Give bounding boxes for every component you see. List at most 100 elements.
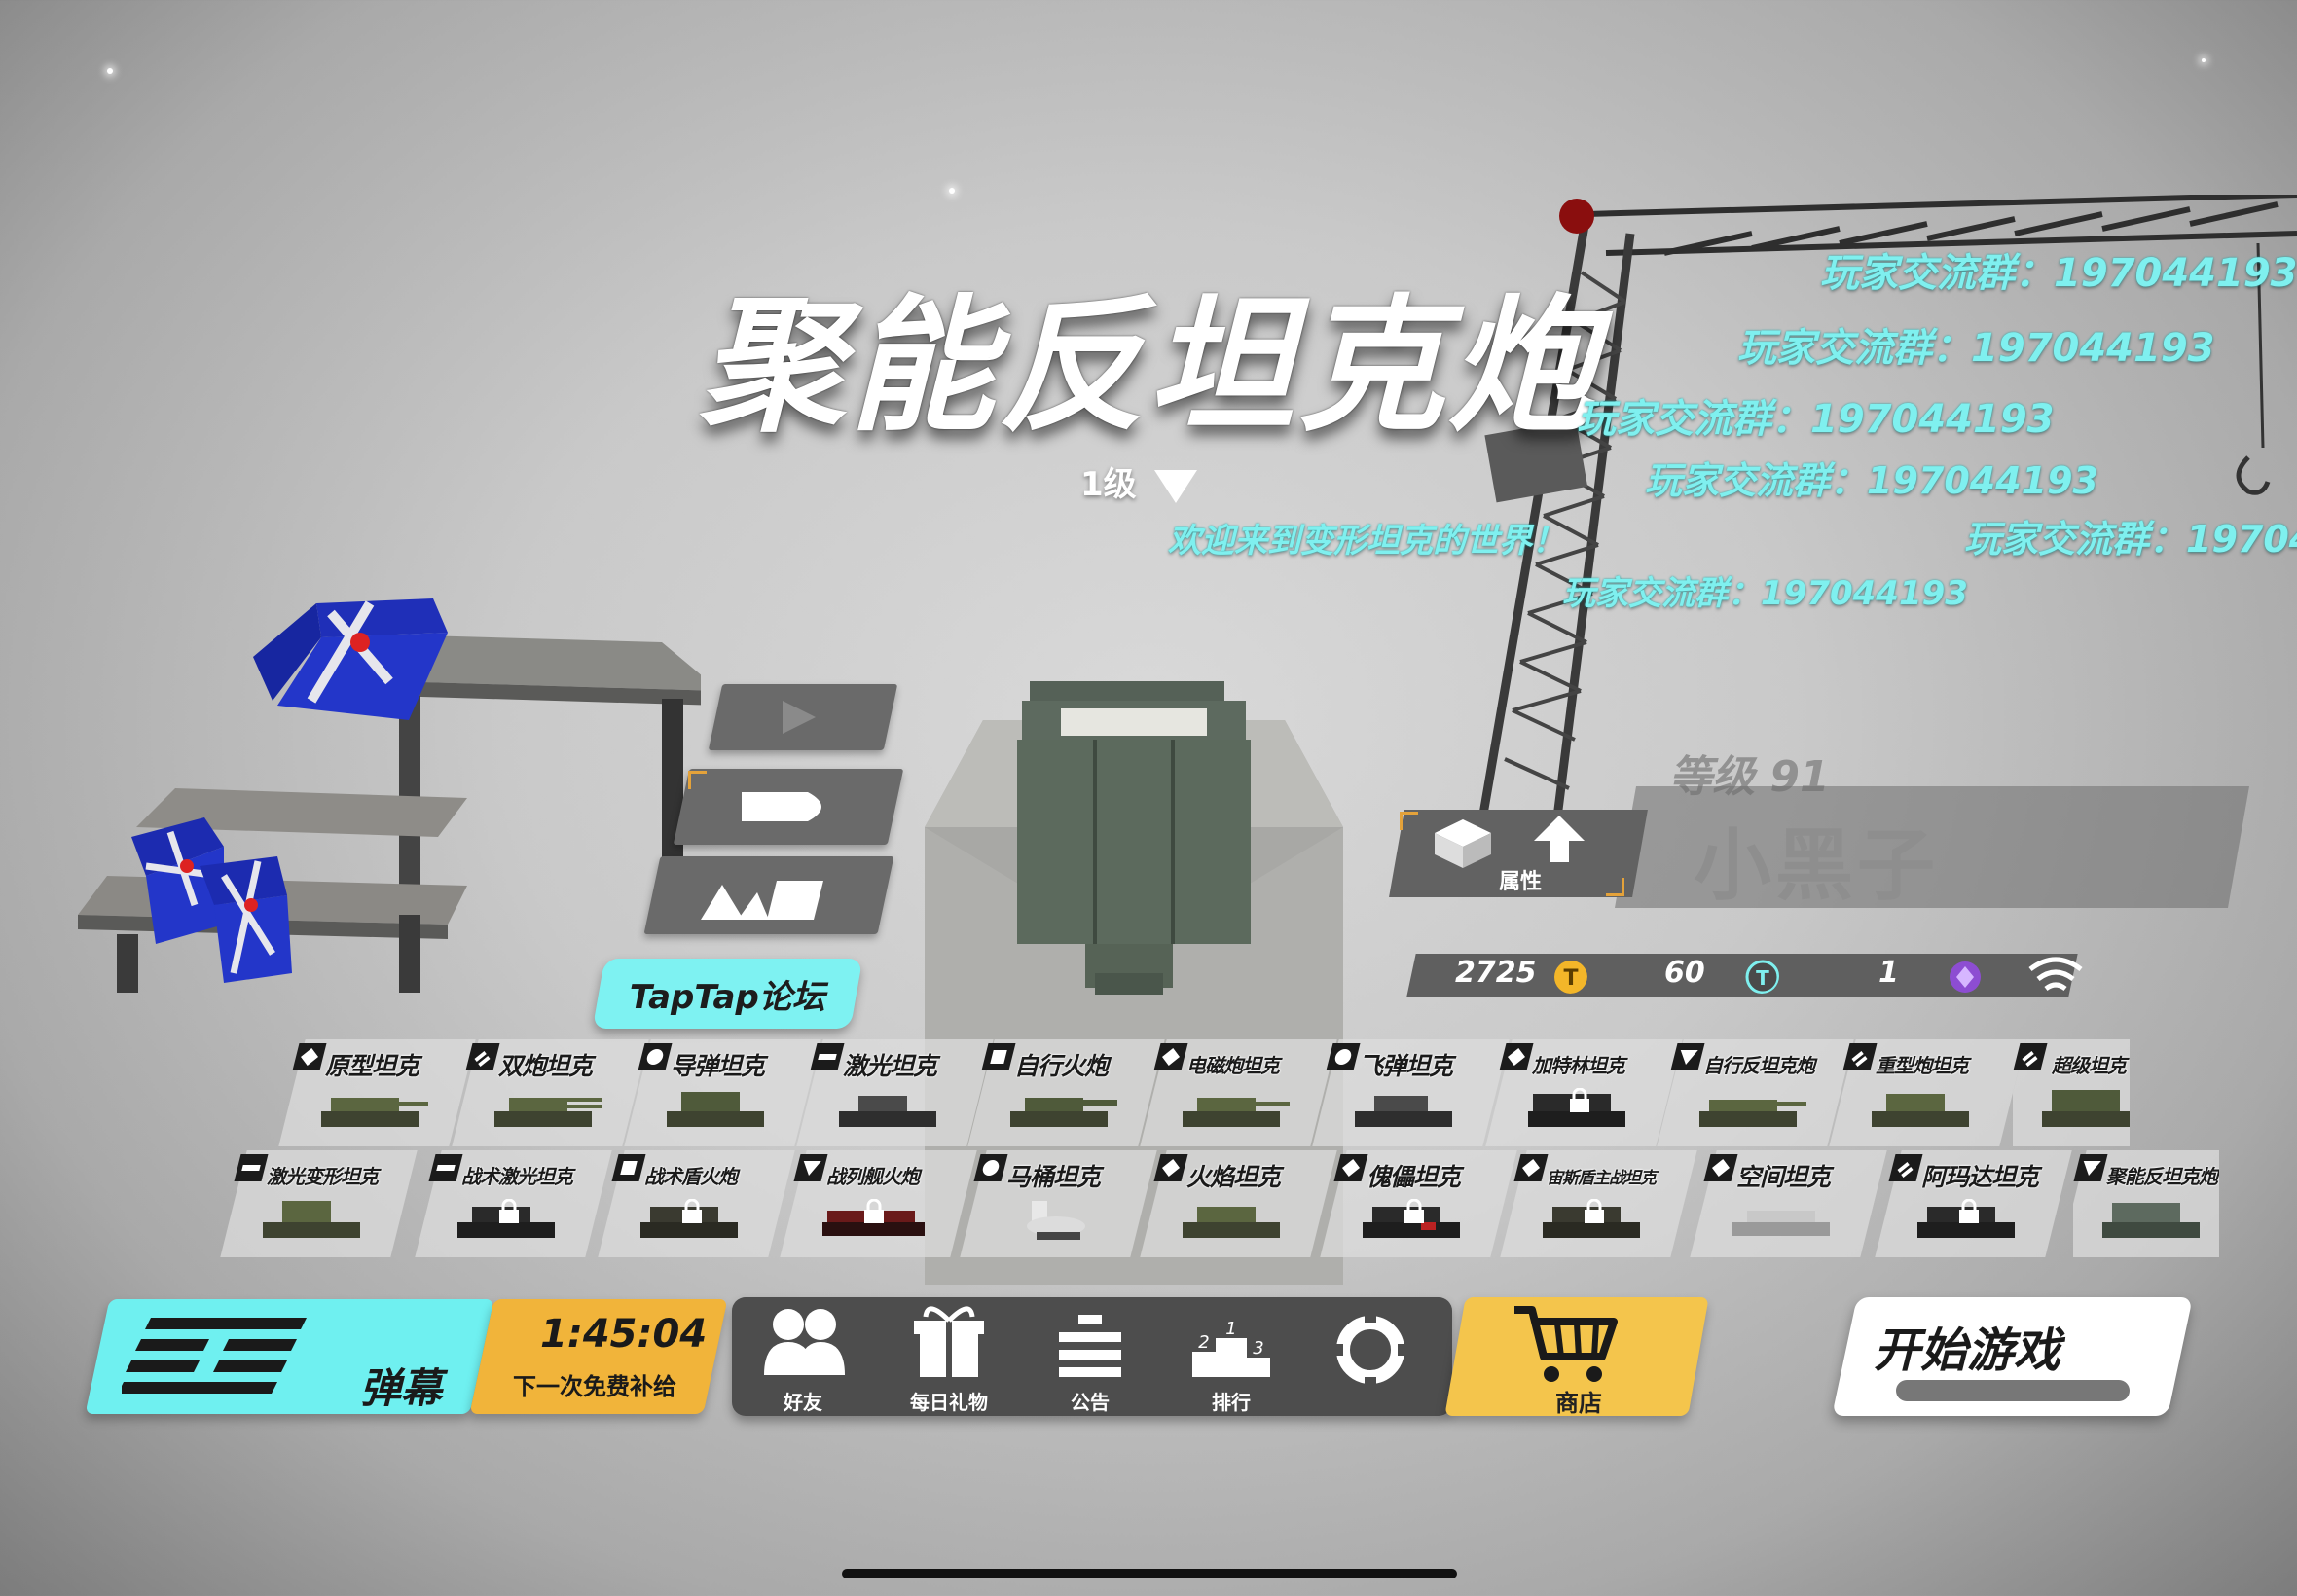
bar-icon bbox=[436, 1165, 456, 1171]
circle-icon bbox=[1334, 1049, 1352, 1065]
play-icon bbox=[783, 701, 816, 734]
tank-thumbnail bbox=[1010, 1098, 1117, 1127]
double-stripe-icon bbox=[1897, 1162, 1914, 1178]
rank-badge bbox=[1703, 1154, 1738, 1181]
bar-icon bbox=[241, 1165, 261, 1171]
double-stripe-icon bbox=[1851, 1051, 1868, 1067]
taptap-forum-button[interactable]: TapTap论坛 bbox=[592, 959, 863, 1029]
gem-icon bbox=[1950, 961, 1981, 993]
tank-name: 阿玛达坦克 bbox=[1921, 1163, 2039, 1191]
svg-text:T: T bbox=[1756, 966, 1769, 990]
player-name: 小黑子 bbox=[1694, 820, 1939, 911]
tank-thumbnail bbox=[1355, 1096, 1452, 1127]
diamond-icon bbox=[1342, 1159, 1360, 1177]
tank-card-toilet[interactable]: 马桶坦克 bbox=[960, 1150, 1157, 1257]
tank-card-heavy-cannon[interactable]: 重型炮坦克 bbox=[1829, 1039, 2026, 1146]
tank-card-shaped-charge[interactable]: 聚能反坦克炮 bbox=[2073, 1150, 2219, 1257]
home-indicator[interactable] bbox=[842, 1569, 1457, 1578]
tank-card-prototype[interactable]: 原型坦克 bbox=[278, 1039, 476, 1146]
rank-badge bbox=[1333, 1154, 1368, 1181]
svg-text:1: 1 bbox=[1225, 1319, 1236, 1339]
diamond-icon bbox=[301, 1048, 318, 1066]
cube-icon bbox=[1435, 819, 1491, 868]
tank-card-twin-cannon[interactable]: 双炮坦克 bbox=[452, 1039, 649, 1146]
settings-button[interactable] bbox=[1312, 1299, 1429, 1414]
tank-name: 电磁炮坦克 bbox=[1186, 1054, 1280, 1077]
tank-card-space[interactable]: 空间坦克 bbox=[1690, 1150, 1887, 1257]
tank-name: 激光变形坦克 bbox=[267, 1165, 379, 1188]
tank-card-laser[interactable]: 激光坦克 bbox=[796, 1039, 994, 1146]
level-label: 1级 bbox=[1080, 465, 1137, 504]
start-progress-bar bbox=[1896, 1380, 2130, 1401]
circle-icon bbox=[982, 1160, 1000, 1176]
upgrade-arrow-icon bbox=[1534, 816, 1585, 862]
tank-thumbnail bbox=[494, 1098, 602, 1127]
friends-button[interactable]: 好友 bbox=[745, 1299, 861, 1414]
tank-card-tactical-shield[interactable]: 战术盾火炮 bbox=[598, 1150, 795, 1257]
tank-card-tactical-laser[interactable]: 战术激光坦克 bbox=[415, 1150, 612, 1257]
tank-card-laser-transform[interactable]: 激光变形坦克 bbox=[220, 1150, 418, 1257]
crane-scenery bbox=[1475, 195, 2297, 857]
tank-name: 双炮坦克 bbox=[498, 1052, 593, 1080]
lock-icon bbox=[864, 1199, 884, 1223]
supply-timer-caption: 下一次免费补给 bbox=[513, 1373, 676, 1400]
tank-thumbnail bbox=[667, 1092, 764, 1127]
square-icon bbox=[620, 1161, 638, 1175]
tank-name: 飞弹坦克 bbox=[1359, 1052, 1453, 1080]
tank-card-puppet[interactable]: 傀儡坦克 bbox=[1320, 1150, 1517, 1257]
tank-card-railgun[interactable]: 电磁炮坦克 bbox=[1140, 1039, 1337, 1146]
danmaku-message: 玩家交流群：197044193 bbox=[1562, 574, 1968, 613]
diamond-pair-icon bbox=[1522, 1159, 1540, 1177]
tank-card-aegis[interactable]: 宙斯盾主战坦克 bbox=[1500, 1150, 1697, 1257]
daily-gift-label: 每日礼物 bbox=[910, 1391, 988, 1414]
tank-name: 战列舰火炮 bbox=[826, 1165, 920, 1188]
corner-bracket bbox=[1606, 878, 1624, 896]
start-game-label: 开始游戏 bbox=[1874, 1324, 2061, 1378]
lock-icon bbox=[1959, 1199, 1979, 1223]
tank-card-gatling[interactable]: 加特林坦克 bbox=[1485, 1039, 1683, 1146]
danmaku-label: 弹幕 bbox=[360, 1364, 443, 1412]
tank-card-missile[interactable]: 导弹坦克 bbox=[624, 1039, 821, 1146]
tank-card-super[interactable]: 超级坦克 bbox=[2013, 1039, 2130, 1146]
rank-button[interactable]: 1 2 3 排行 bbox=[1173, 1299, 1290, 1414]
rank-badge bbox=[1842, 1043, 1878, 1070]
triangle-down-icon bbox=[2083, 1161, 2101, 1176]
rank-badge bbox=[292, 1043, 327, 1070]
tank-thumbnail bbox=[1699, 1100, 1806, 1127]
diamond-icon bbox=[1162, 1159, 1180, 1177]
gold-amount: 2725 bbox=[1455, 956, 1537, 990]
tank-thumbnail bbox=[839, 1096, 936, 1127]
tank-name: 自行火炮 bbox=[1014, 1052, 1109, 1080]
lock-icon bbox=[1404, 1199, 1424, 1223]
level-selector[interactable]: 1级 bbox=[1080, 457, 1197, 505]
diamond-icon bbox=[1712, 1159, 1730, 1177]
tank-card-armada[interactable]: 阿玛达坦克 bbox=[1875, 1150, 2072, 1257]
rank-badge bbox=[465, 1043, 500, 1070]
rank-badge bbox=[638, 1043, 673, 1070]
ticket-amount: 60 bbox=[1664, 956, 1705, 990]
gift-boxes-scenery bbox=[78, 598, 701, 993]
tank-name: 激光坦克 bbox=[843, 1052, 937, 1080]
notice-button[interactable]: 公告 bbox=[1032, 1299, 1148, 1414]
tank-card-rocket[interactable]: 飞弹坦克 bbox=[1312, 1039, 1510, 1146]
star bbox=[107, 68, 113, 74]
tank-card-flame[interactable]: 火焰坦克 bbox=[1140, 1150, 1337, 1257]
tank-card-self-propelled-gun[interactable]: 自行火炮 bbox=[967, 1039, 1165, 1146]
rank-badge bbox=[2073, 1154, 2108, 1181]
taptap-label: TapTap论坛 bbox=[630, 977, 825, 1017]
rank-badge bbox=[1670, 1043, 1705, 1070]
gold-coin-icon: T bbox=[1554, 961, 1587, 994]
svg-text:T: T bbox=[1563, 966, 1578, 991]
triangle-down-icon bbox=[1680, 1050, 1698, 1065]
daily-gift-button[interactable]: 每日礼物 bbox=[891, 1299, 1007, 1414]
friends-label: 好友 bbox=[784, 1391, 822, 1414]
tank-card-battleship[interactable]: 战列舰火炮 bbox=[780, 1150, 977, 1257]
podium-icon: 1 2 3 bbox=[1192, 1319, 1270, 1377]
tank-name: 宙斯盾主战坦克 bbox=[1547, 1169, 1657, 1188]
danmaku-message: 欢迎来到变形坦克的世界！ bbox=[1168, 522, 1565, 561]
tank-card-self-propelled-at[interactable]: 自行反坦克炮 bbox=[1657, 1039, 1854, 1146]
tank-name: 空间坦克 bbox=[1736, 1163, 1831, 1191]
shop-label: 商店 bbox=[1555, 1390, 1602, 1417]
circle-icon bbox=[646, 1049, 664, 1065]
danmaku-message: 玩家交流群：197044193 bbox=[1820, 251, 2297, 296]
